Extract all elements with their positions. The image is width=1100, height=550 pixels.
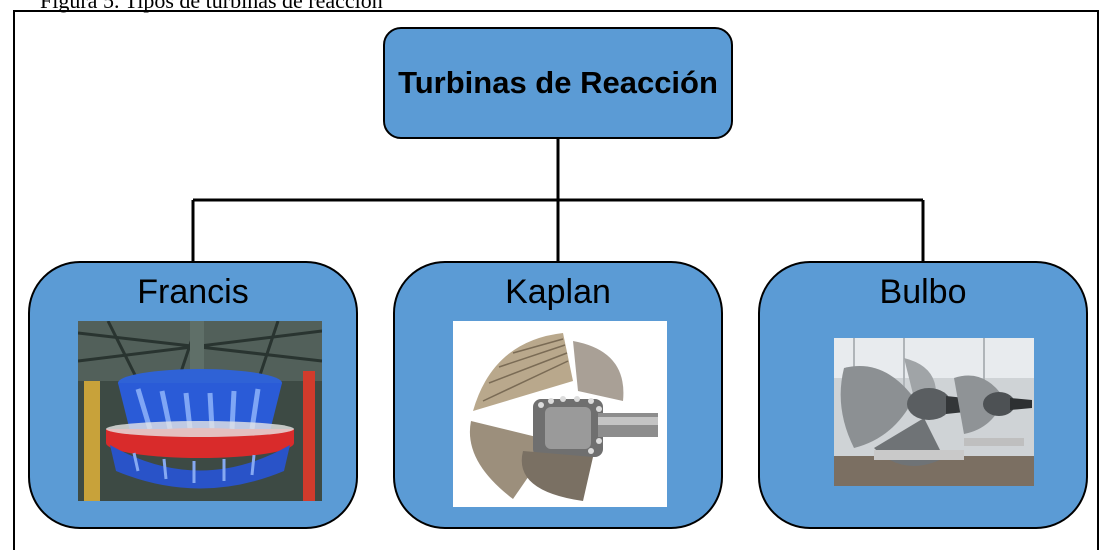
root-node-label: Turbinas de Reacción [398, 65, 718, 100]
bulb-turbine-image [834, 338, 1034, 486]
node-kaplan-label: Kaplan [505, 273, 611, 311]
node-kaplan: Kaplan [393, 261, 723, 529]
node-francis: Francis [28, 261, 358, 529]
node-francis-label: Francis [137, 273, 249, 311]
root-node: Turbinas de Reacción [383, 27, 733, 139]
francis-turbine-image [78, 321, 322, 501]
figure-caption: Figura 5. Tipos de turbinas de reacción [40, 0, 383, 13]
diagram-frame [13, 10, 1099, 550]
node-bulbo: Bulbo [758, 261, 1088, 529]
node-bulbo-label: Bulbo [879, 273, 967, 311]
kaplan-turbine-image [453, 321, 667, 507]
